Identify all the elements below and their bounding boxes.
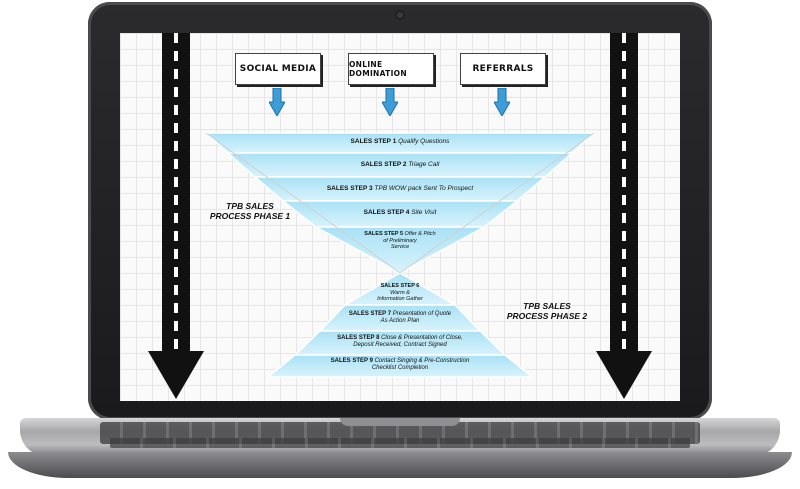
step-5-label: SALES STEP 5 Offer & Pitch of Preliminar… (364, 231, 436, 250)
step-7-label: SALES STEP 7 Presentation of Quote As Ac… (348, 311, 452, 324)
down-arrow-icon (494, 88, 510, 116)
sales-funnel-diagram (204, 132, 596, 378)
source-social-media: SOCIAL MEDIA (235, 53, 321, 85)
step-3-label: SALES STEP 3 TPB WOW pack Sent To Prospe… (326, 185, 474, 192)
laptop-base-front (8, 452, 792, 478)
road-arrow-right-head (596, 351, 652, 399)
step-6-label: SALES STEP 6 Warm & Information Gather (377, 283, 423, 302)
step-4-label: SALES STEP 4 Site Visit (363, 209, 437, 216)
road-arrow-left (162, 33, 190, 353)
source-online-domination: ONLINE DOMINATION (348, 53, 434, 85)
road-arrow-right (610, 33, 638, 353)
step-2-label: SALES STEP 2 Triage Call (360, 161, 440, 168)
funnel-band-9 (265, 354, 535, 378)
source-referrals-label: REFERRALS (472, 64, 534, 74)
source-referrals: REFERRALS (460, 53, 546, 85)
laptop-screen: SOCIAL MEDIA ONLINE DOMINATION REFERRALS (120, 33, 680, 401)
step-1-label: SALES STEP 1 Qualify Questions (350, 138, 450, 145)
keyboard-row (110, 438, 690, 448)
down-arrow-icon (382, 88, 398, 116)
step-8-label: SALES STEP 8 Close & Presentation of Clo… (337, 335, 463, 348)
step-9-label: SALES STEP 9 Contact Singing & Pre-Const… (330, 358, 470, 371)
down-arrow-icon (269, 88, 285, 116)
source-online-domination-label: ONLINE DOMINATION (349, 60, 407, 78)
funnel-band-5 (315, 226, 485, 274)
camera-icon (395, 10, 405, 20)
laptop-hinge-notch (340, 418, 460, 426)
source-social-media-label: SOCIAL MEDIA (239, 64, 317, 74)
road-arrow-left-head (148, 351, 204, 399)
